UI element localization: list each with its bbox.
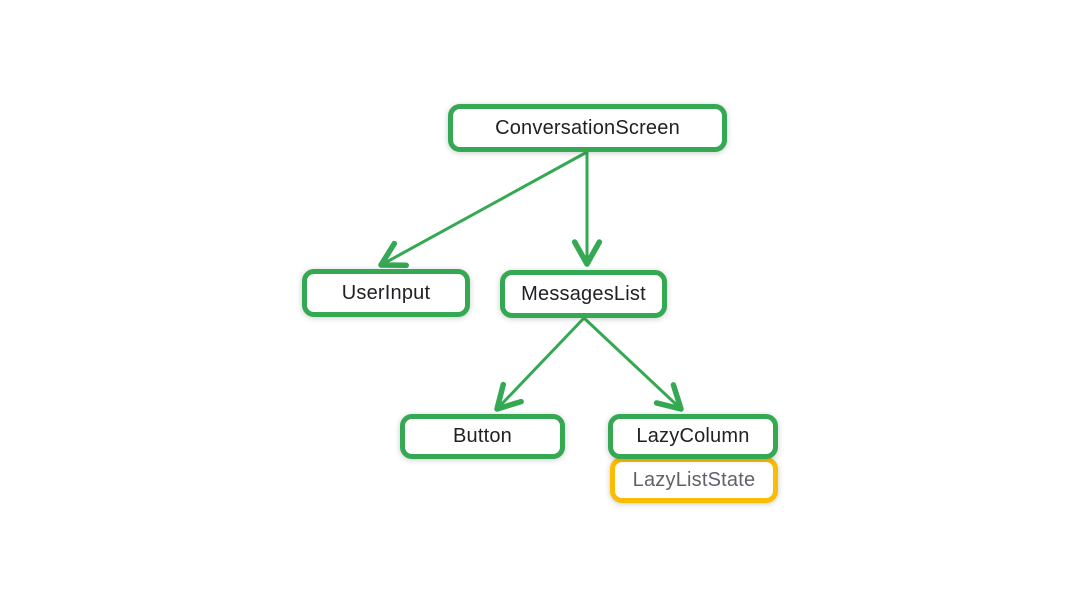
node-messages-list: MessagesList: [500, 270, 667, 318]
node-label: ConversationScreen: [495, 116, 680, 139]
node-label: LazyListState: [632, 468, 756, 491]
edge-messageslist-button: [494, 316, 586, 412]
node-lazy-list-state: LazyListState: [610, 457, 778, 503]
edge-conversationscreen-userinput: [378, 150, 588, 269]
node-label: LazyColumn: [636, 425, 750, 447]
node-label: UserInput: [341, 281, 431, 304]
node-conversation-screen: ConversationScreen: [448, 104, 727, 152]
node-user-input: UserInput: [302, 269, 470, 317]
node-label: Button: [452, 425, 513, 447]
node-label: MessagesList: [521, 282, 646, 305]
node-lazy-column: LazyColumn: [608, 414, 778, 459]
edge-messageslist-lazycolumn: [582, 316, 684, 412]
node-button: Button: [400, 414, 565, 459]
